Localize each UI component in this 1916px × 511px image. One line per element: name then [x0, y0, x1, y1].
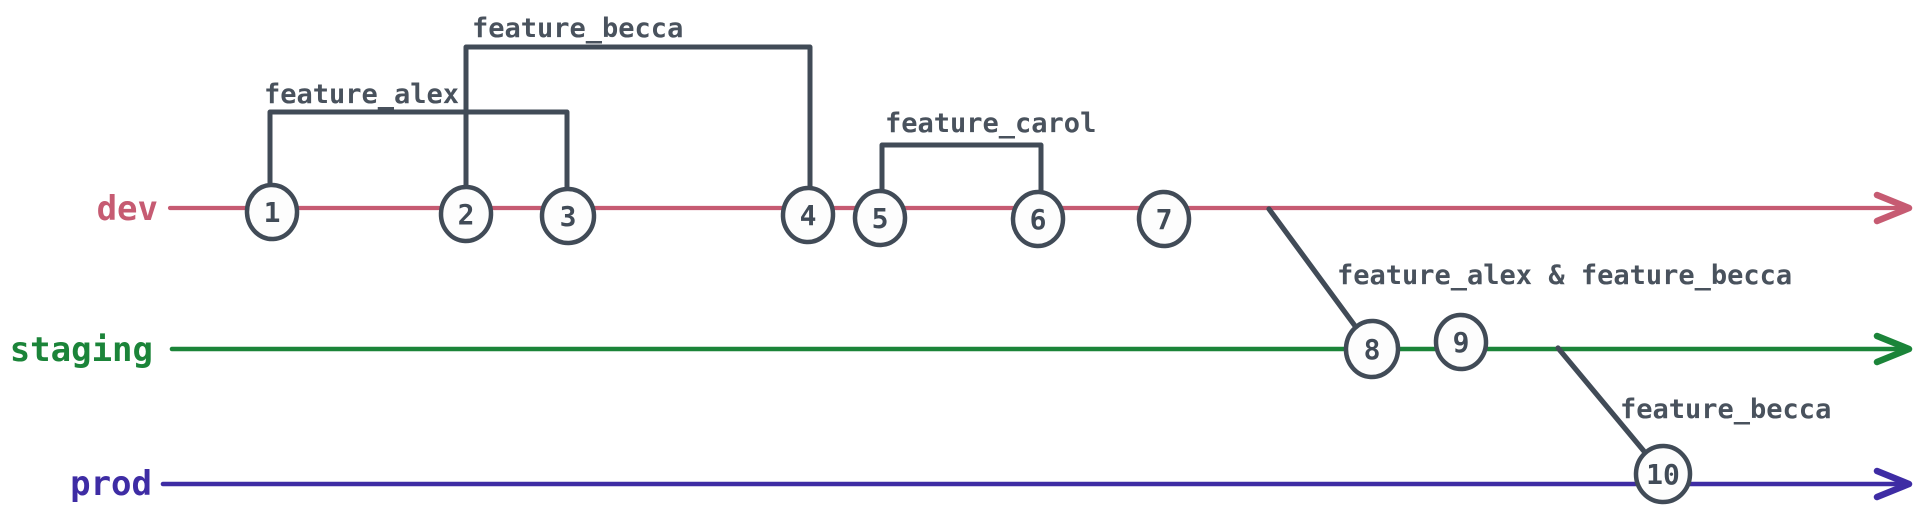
feature-alex-bracket — [267, 109, 570, 196]
commit-number-6: 6 — [1030, 203, 1047, 236]
staging-arrowhead-icon — [1873, 332, 1913, 366]
branch-label-dev: dev — [97, 189, 158, 229]
commit-number-4: 4 — [800, 199, 817, 232]
commit-number-5: 5 — [872, 202, 889, 235]
branch-staging: staging — [10, 330, 1913, 370]
branch-label-prod: prod — [70, 464, 152, 504]
feature-alex-label: feature_alex — [264, 79, 459, 110]
prod-arrowhead-icon — [1873, 467, 1913, 501]
commit-number-3: 3 — [560, 200, 577, 233]
commit-number-2: 2 — [458, 198, 475, 231]
commit-number-7: 7 — [1156, 203, 1173, 236]
commit-node-1: 1 — [244, 182, 300, 242]
commit-node-3: 3 — [539, 186, 597, 246]
feature-carol-label: feature_carol — [885, 108, 1096, 139]
commit-node-10: 10 — [1633, 443, 1693, 505]
commit-node-2: 2 — [438, 184, 494, 244]
merge-label-becca: feature_becca — [1620, 394, 1831, 425]
merge-label-alex-becca: feature_alex & feature_becca — [1337, 260, 1792, 291]
commit-number-10: 10 — [1646, 458, 1680, 491]
feature-becca-bracket — [463, 44, 813, 195]
branch-dev: dev — [97, 189, 1913, 229]
commit-node-7: 7 — [1136, 189, 1192, 249]
commit-node-4: 4 — [780, 185, 836, 245]
branch-label-staging: staging — [10, 330, 153, 370]
commit-number-9: 9 — [1453, 326, 1470, 359]
commit-number-1: 1 — [264, 196, 281, 229]
branch-prod: prod — [70, 464, 1913, 504]
commit-node-9: 9 — [1433, 312, 1489, 372]
commit-node-8: 8 — [1343, 318, 1401, 380]
commit-node-6: 6 — [1010, 189, 1066, 249]
feature-carol-bracket — [879, 142, 1044, 199]
commit-number-8: 8 — [1364, 333, 1381, 366]
dev-arrowhead-icon — [1873, 191, 1913, 225]
commit-node-5: 5 — [852, 188, 908, 248]
feature-becca-label: feature_becca — [472, 13, 683, 44]
